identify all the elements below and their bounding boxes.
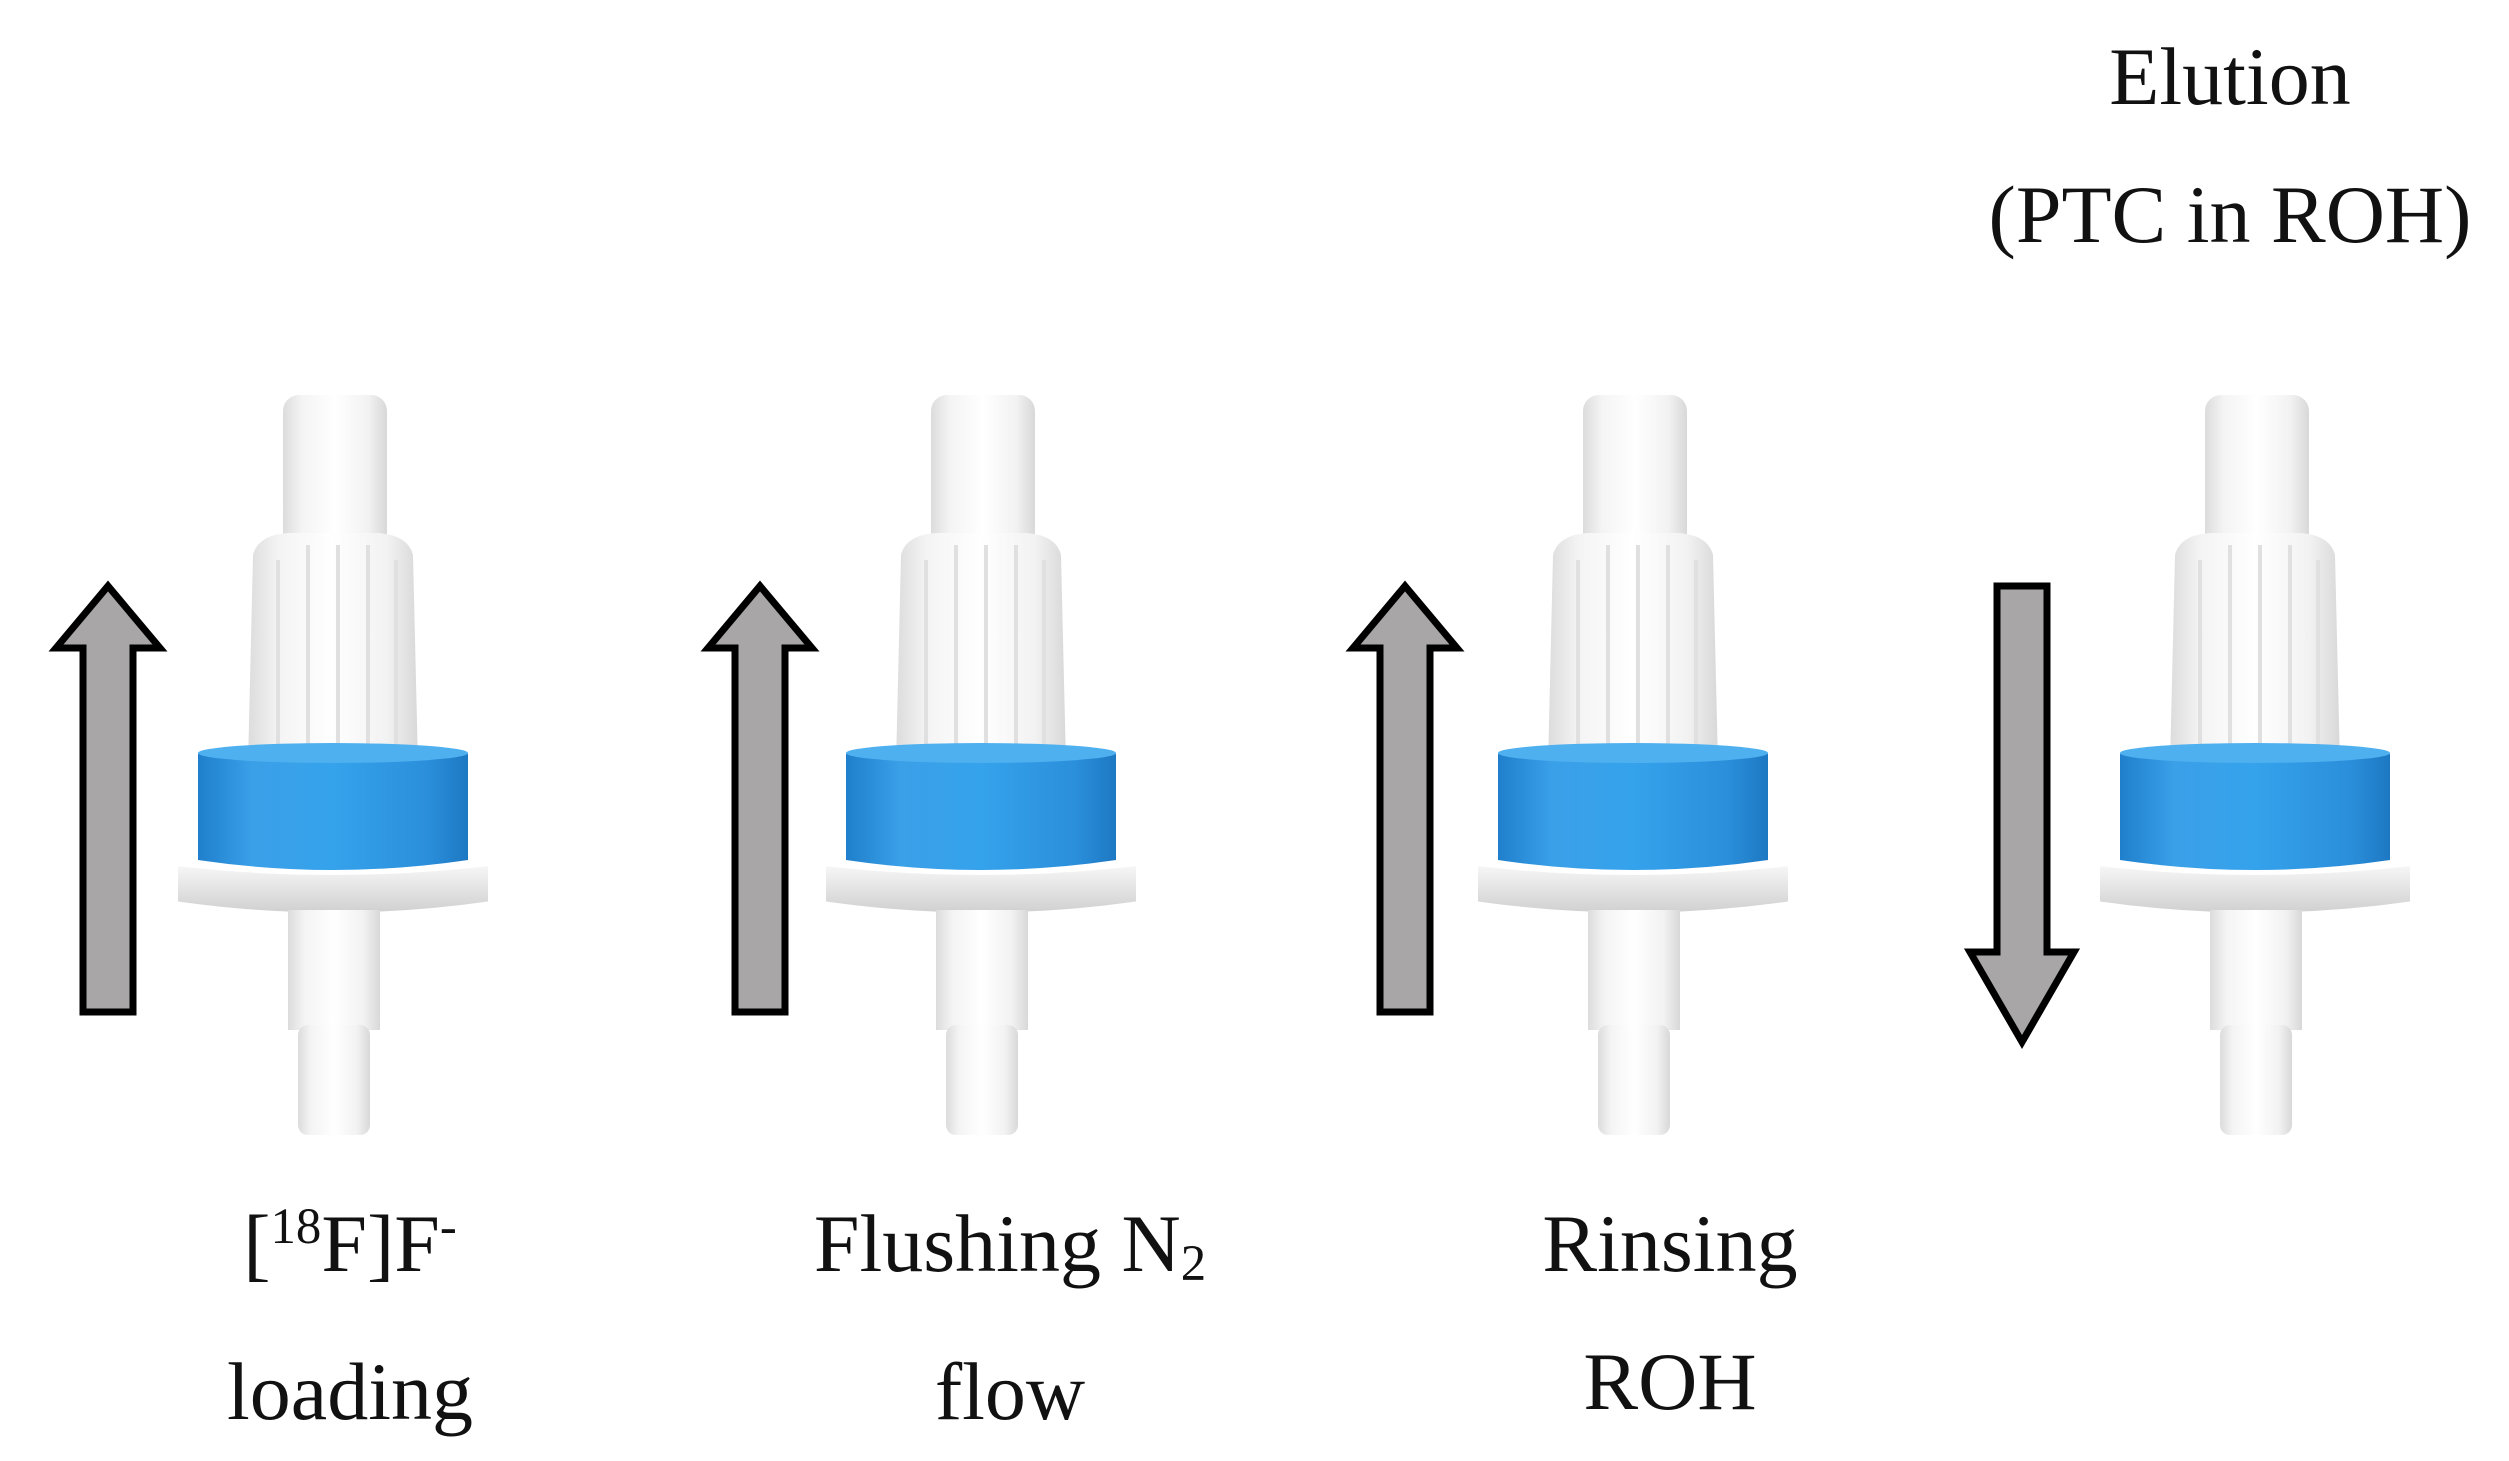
- arrow-up-icon: [700, 580, 820, 1016]
- step-loading: [18F]F- loading: [0, 0, 520, 1458]
- cartridge-image: [1478, 395, 1788, 1135]
- step-flushing: Flushing N2 flow: [0, 0, 1206, 1458]
- step-label-elution: Elution (PTC in ROH): [1970, 8, 2490, 284]
- step-rinsing: Rinsing ROH: [1345, 395, 1798, 1427]
- cartridge-image: [826, 395, 1136, 1135]
- cartridge-image: [2100, 395, 2410, 1135]
- label-line-1: Flushing N2: [813, 1198, 1207, 1292]
- arrow-down-icon: [1963, 582, 2081, 1049]
- label-line-1: [18F]F-: [243, 1198, 457, 1289]
- label-line-2: flow: [934, 1346, 1086, 1437]
- label-line-2: loading: [227, 1346, 473, 1437]
- step-label-rinsing: Rinsing ROH: [1460, 1175, 1880, 1451]
- label-line-1: Rinsing: [1542, 1198, 1798, 1289]
- label-line-2: ROH: [1583, 1336, 1757, 1427]
- label-line-2: (PTC in ROH): [1988, 169, 2472, 260]
- arrow-up-icon: [1345, 580, 1465, 1016]
- step-label-loading: [18F]F- loading: [140, 1175, 560, 1461]
- step-label-flushing: Flushing N2 flow: [800, 1175, 1220, 1461]
- cartridge-image: [178, 395, 488, 1135]
- arrow-up-icon: [48, 580, 168, 1016]
- label-line-1: Elution: [2109, 31, 2351, 122]
